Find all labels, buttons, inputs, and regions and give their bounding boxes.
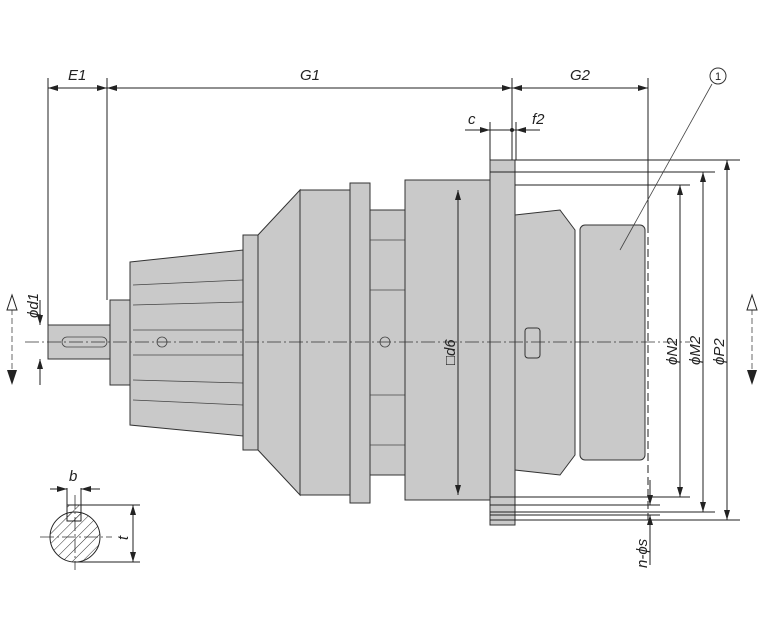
dim-d1: ϕd1	[25, 293, 42, 318]
dim-P2: ϕP2	[711, 338, 728, 365]
output-housing	[514, 209, 576, 476]
dim-G1: G1	[300, 67, 320, 84]
callout-leader	[619, 83, 713, 251]
rotation-arrow-left	[6, 293, 18, 385]
dim-c: c	[468, 111, 476, 128]
dim-t: t	[115, 535, 132, 540]
dim-E1: E1	[68, 67, 86, 84]
dim-f2: f2	[532, 111, 545, 128]
input-cone-housing	[129, 249, 244, 437]
rotation-arrow-right	[746, 293, 758, 385]
callout-number: 1	[715, 71, 721, 83]
shaft-key-section	[40, 486, 140, 570]
dim-M2: ϕM2	[687, 335, 704, 365]
dim-n-s: n-ϕs	[634, 538, 651, 568]
dim-b: b	[69, 468, 77, 485]
gearbox-body	[47, 159, 646, 526]
output-flange	[489, 159, 516, 526]
dim-d6: □d6	[442, 339, 459, 365]
dim-N2: ϕN2	[664, 337, 681, 365]
brake-disc	[579, 224, 646, 461]
shaft-key	[61, 336, 108, 348]
callout-circle	[709, 67, 727, 85]
dim-G2: G2	[570, 67, 591, 84]
